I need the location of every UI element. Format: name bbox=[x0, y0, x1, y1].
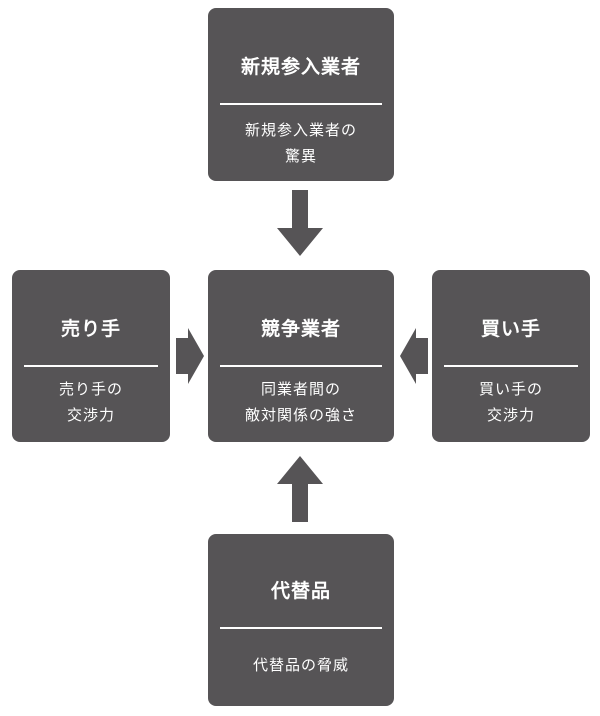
competitors-desc-line-2: 敵対関係の強さ bbox=[244, 406, 357, 424]
down-arrow-icon bbox=[277, 190, 323, 256]
buyers-box: 買い手 買い手の 交渉力 bbox=[432, 270, 590, 442]
suppliers-desc-line-1: 売り手の bbox=[58, 380, 123, 398]
substitutes-desc-line-1: 代替品の脅威 bbox=[252, 656, 349, 674]
new-entrants-divider bbox=[220, 103, 382, 105]
left-arrow-icon bbox=[400, 328, 428, 384]
competitors-desc-line-1: 同業者間の bbox=[260, 380, 341, 398]
competitors-box: 競争業者 同業者間の 敵対関係の強さ bbox=[208, 270, 394, 442]
new-entrants-desc-line-2: 驚異 bbox=[284, 147, 317, 165]
buyers-divider bbox=[444, 365, 578, 367]
substitutes-desc: 代替品の脅威 bbox=[208, 652, 394, 678]
substitutes-box: 代替品 代替品の脅威 bbox=[208, 534, 394, 706]
new-entrants-box: 新規参入業者 新規参入業者の 驚異 bbox=[208, 8, 394, 181]
new-entrants-desc-line-1: 新規参入業者の bbox=[244, 121, 357, 139]
suppliers-title: 売り手 bbox=[60, 318, 121, 340]
buyers-desc: 買い手の 交渉力 bbox=[432, 376, 590, 428]
new-entrants-title: 新規参入業者 bbox=[240, 56, 361, 78]
new-entrants-desc: 新規参入業者の 驚異 bbox=[208, 117, 394, 169]
buyers-desc-line-2: 交渉力 bbox=[486, 406, 535, 424]
suppliers-box: 売り手 売り手の 交渉力 bbox=[12, 270, 170, 442]
competitors-divider bbox=[220, 365, 382, 367]
suppliers-desc-line-2: 交渉力 bbox=[66, 406, 115, 424]
up-arrow-icon bbox=[277, 456, 323, 522]
substitutes-divider bbox=[220, 627, 382, 629]
substitutes-title: 代替品 bbox=[270, 580, 331, 602]
buyers-title: 買い手 bbox=[480, 318, 541, 340]
suppliers-desc: 売り手の 交渉力 bbox=[12, 376, 170, 428]
competitors-desc: 同業者間の 敵対関係の強さ bbox=[208, 376, 394, 428]
competitors-title: 競争業者 bbox=[260, 318, 341, 340]
buyers-desc-line-1: 買い手の bbox=[478, 380, 543, 398]
right-arrow-icon bbox=[176, 328, 204, 384]
suppliers-divider bbox=[24, 365, 158, 367]
